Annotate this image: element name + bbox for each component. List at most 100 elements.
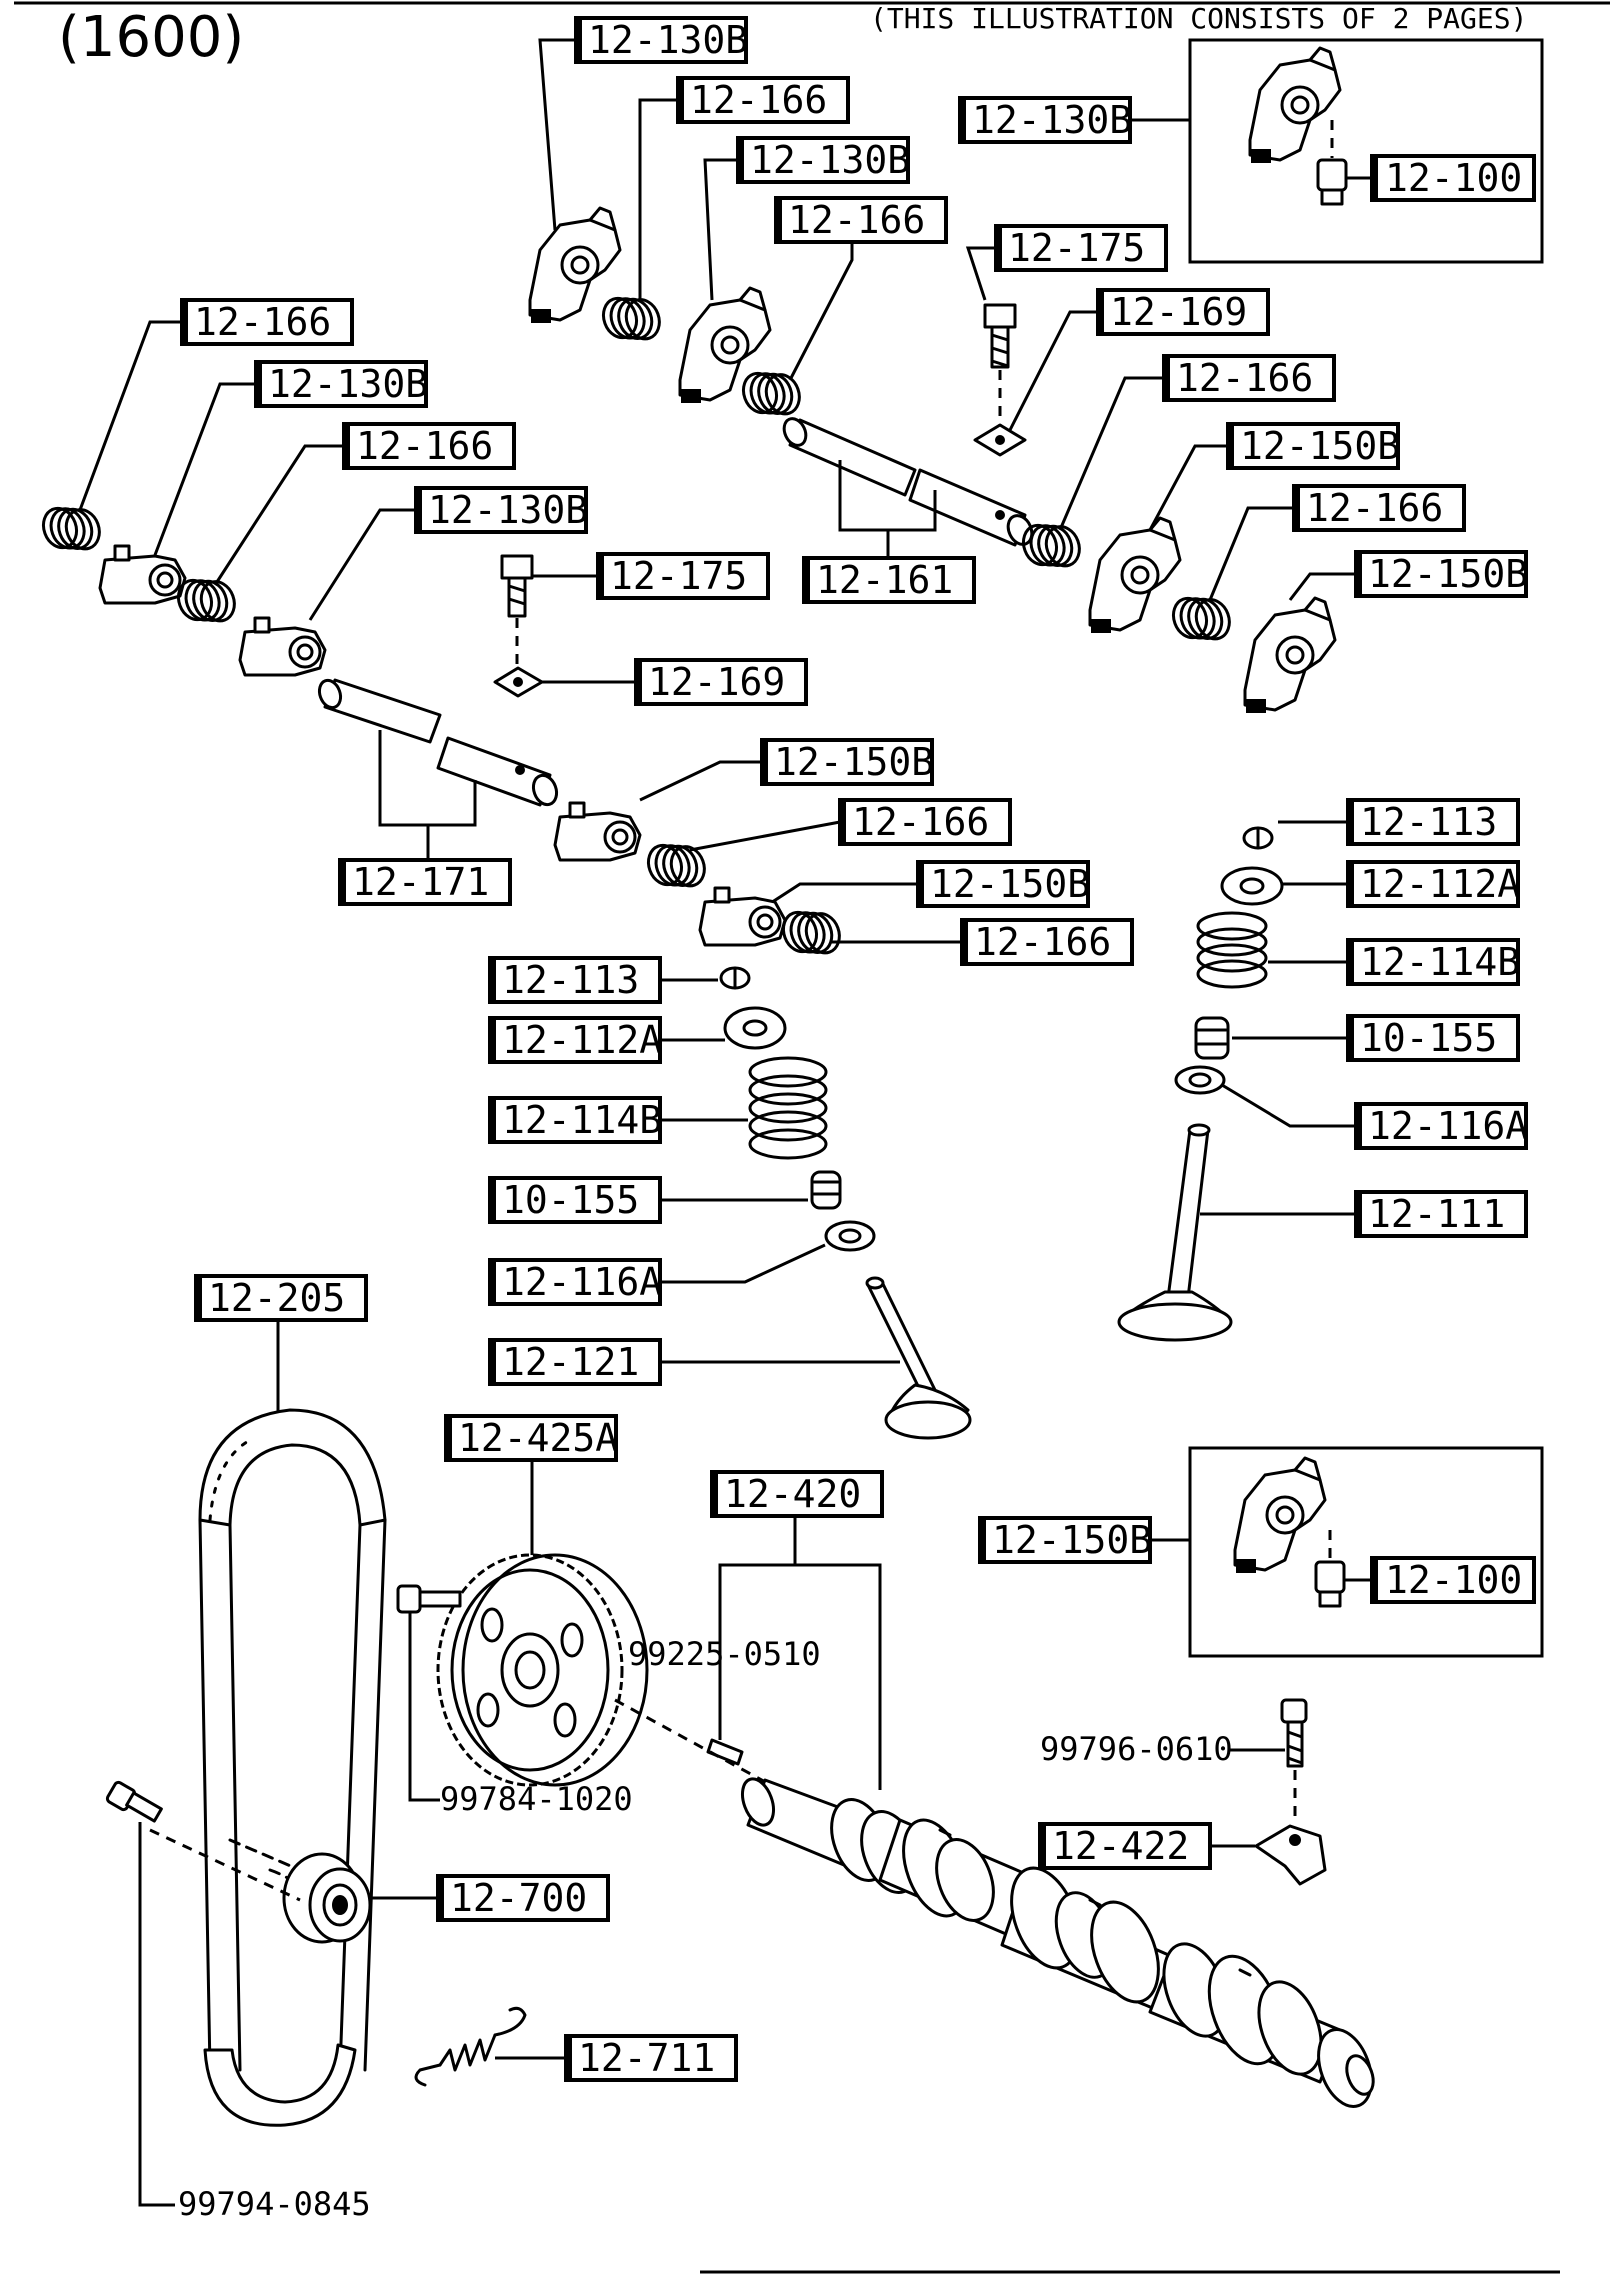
callout-exhaust-valve: 12-111 [1354,1190,1528,1238]
timing-belt [198,1408,387,2127]
svg-text:12-422: 12-422 [1052,1824,1189,1868]
valve-spring-left [748,1056,828,1160]
rocker-arm-mid-2 [698,886,787,947]
leader-rocker-arm-mid-2 [759,882,918,912]
leader-rocker-arm-mid-1 [639,760,762,802]
svg-text:12-166: 12-166 [356,424,493,468]
seat-left [824,1220,876,1252]
svg-text:12-166: 12-166 [1306,486,1443,530]
keeper-right [1242,826,1274,850]
svg-text:12-175: 12-175 [1008,226,1145,270]
callout-camshaft: 12-420 [710,1470,884,1518]
retainer-right [1220,866,1284,906]
callout-rocker-arm-left-2: 12-130B [414,486,588,534]
svg-text:12-100: 12-100 [1385,156,1522,200]
leader-spring-mid-1 [689,820,841,852]
svg-text:12-169: 12-169 [648,660,785,704]
callout-valve-spring-right: 12-114B [1346,938,1520,986]
thrust-plate [1254,1824,1327,1886]
pulley-bolt [396,1584,462,1614]
tensioner-spring [414,2006,527,2087]
svg-text:12-161: 12-161 [816,558,953,602]
rocker-arm-top-2 [678,286,772,404]
callout-rocker-arm-mid-2: 12-150B [916,860,1090,908]
svg-text:12-169: 12-169 [1110,290,1247,334]
thrust-bolt-label: 99796-0610 [1040,1730,1233,1768]
callout-spring-mid-2: 12-166 [960,918,1134,966]
spring-mid-2 [776,899,847,967]
svg-text:12-116A: 12-116A [1368,1104,1528,1148]
seat-right [1174,1065,1226,1095]
svg-text:12-205: 12-205 [208,1276,345,1320]
pulley-bolt-label: 99784-1020 [440,1780,633,1818]
spring-mid-1 [641,832,712,900]
callout-thrust-plate: 12-422 [1038,1822,1212,1870]
leader-pulley-bolt [408,1612,440,1802]
callout-rocker-arm-right-1: 12-150B [1226,422,1400,470]
callout-keeper-left: 12-113 [488,956,662,1004]
rocker-arm-left-2 [238,616,327,677]
callout-tensioner: 12-700 [436,1874,610,1922]
callout-rocker-arm-mid-1: 12-150B [760,738,934,786]
inset-frame-bottom [1188,1446,1544,1658]
callout-spring-left-2: 12-166 [342,422,516,470]
inset-frame-top [1188,38,1544,264]
rocker-arm-right-2 [1243,596,1337,714]
svg-text:12-130B: 12-130B [972,98,1132,142]
svg-text:12-711: 12-711 [578,2036,715,2080]
callout-spring-right-1: 12-166 [1162,354,1336,402]
callout-valve-spring-left: 12-114B [488,1096,662,1144]
leader-washer-right-shaft [1008,310,1098,431]
callout-seal-right: 10-155 [1346,1014,1520,1062]
callout-spring-top-2: 12-166 [774,196,948,244]
bolt-right-shaft [983,303,1017,369]
inset-rocker-arm-top [1248,46,1342,164]
leader-seat-right [1221,1083,1356,1128]
camshaft [740,1777,1375,2108]
callout-shaft-right: 12-161 [802,556,976,604]
svg-text:12-166: 12-166 [194,300,331,344]
callout-inset-top-rocker: 12-130B [958,96,1132,144]
svg-text:12-121: 12-121 [502,1340,639,1384]
leader-tensioner-bolt [138,1822,175,2207]
svg-text:12-175: 12-175 [610,554,747,598]
svg-text:12-130B: 12-130B [588,18,748,62]
leader-spring-right-2 [1208,506,1294,601]
callout-rocker-arm-top-2: 12-130B [736,136,910,184]
callout-inset-bottom-adjuster: 12-100 [1370,1556,1536,1604]
leader-rocker-arm-top-2 [703,158,738,301]
svg-text:12-700: 12-700 [450,1876,587,1920]
callout-rocker-arm-left-1: 12-130B [254,360,428,408]
intake-valve [865,1276,972,1440]
callout-inset-bottom-rocker: 12-150B [978,1516,1152,1564]
callout-seal-left: 10-155 [488,1176,662,1224]
svg-text:12-112A: 12-112A [1360,862,1520,906]
leader-spring-left-2 [213,444,344,586]
svg-text:12-166: 12-166 [1176,356,1313,400]
callout-rocker-arm-right-2: 12-150B [1354,550,1528,598]
svg-text:10-155: 10-155 [1360,1016,1497,1060]
callout-inset-top-adjuster: 12-100 [1370,154,1536,202]
callout-washer-right-shaft: 12-169 [1096,288,1270,336]
valve-spring-right [1196,911,1268,989]
callout-spring-right-2: 12-166 [1292,484,1466,532]
pin-label: 99225-0510 [628,1635,821,1673]
callout-camshaft-pulley: 12-425A [444,1414,618,1462]
svg-text:12-166: 12-166 [974,920,1111,964]
svg-text:12-111: 12-111 [1368,1192,1505,1236]
camshaft-axis-dash [614,1698,781,1792]
retainer-left [723,1006,787,1050]
tensioner [282,1852,372,1944]
shaft-left [317,678,559,807]
thrust-bolt [1280,1698,1308,1768]
shaft-right [782,417,1034,547]
inset-adjuster-top [1316,158,1348,206]
inset-rocker-arm-bottom [1233,1456,1327,1574]
svg-text:12-130B: 12-130B [268,362,428,406]
svg-text:12-150B: 12-150B [992,1518,1152,1562]
callout-intake-valve: 12-121 [488,1338,662,1386]
tensioner-bolt [105,1780,163,1823]
leader-seat-left [660,1243,826,1284]
svg-text:12-150B: 12-150B [774,740,934,784]
